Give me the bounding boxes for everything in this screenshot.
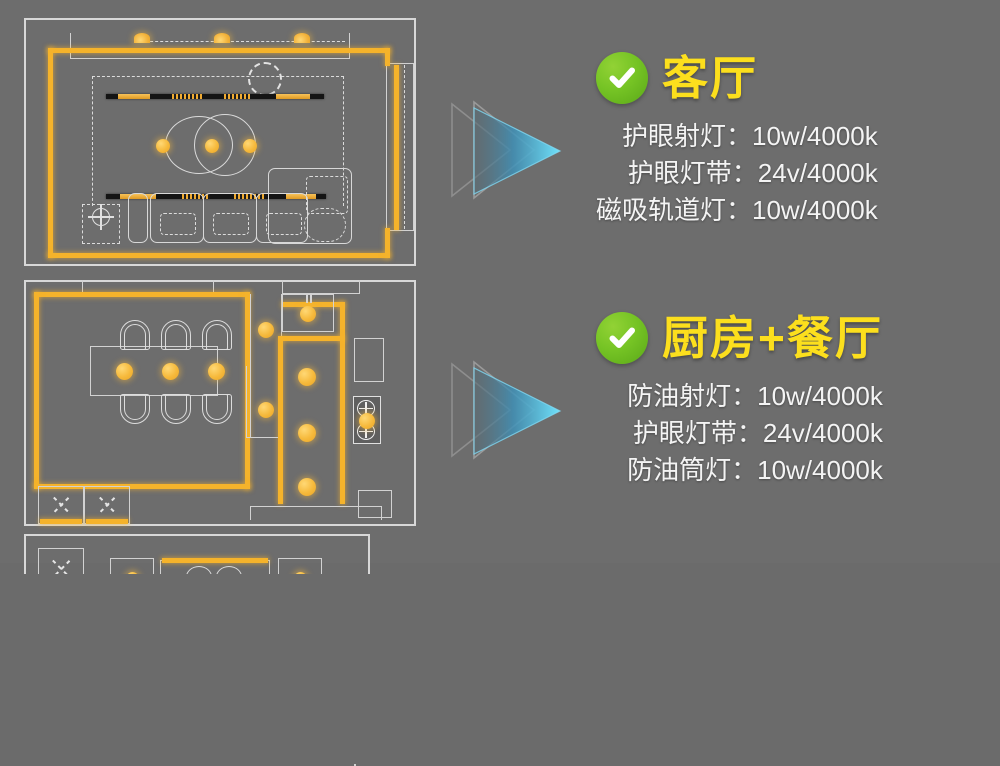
led-strip-counter <box>282 336 344 341</box>
ceiling-fixture-dashed <box>248 62 282 96</box>
kitchen-dining-spec-list: 防油射灯：10w/4000k 护眼灯带：24v/4000k 防油筒灯：10w/4… <box>596 378 883 489</box>
pendant-light <box>162 363 179 380</box>
cabinet-light <box>300 306 316 322</box>
living-room-spec-list: 护眼射灯：10w/4000k 护眼灯带：24v/4000k 磁吸轨道灯：10w/… <box>596 118 878 229</box>
living-room-header: 客厅 <box>596 52 878 104</box>
lounge-chair <box>268 168 352 244</box>
dining-chair-seat <box>165 394 187 420</box>
check-circle-icon <box>596 52 648 104</box>
recessed-spotlight <box>214 33 230 43</box>
recessed-spotlight <box>134 33 150 43</box>
dining-chair-seat <box>124 394 146 420</box>
ceiling-dot-light <box>156 139 170 153</box>
screenshot-root: 客厅 护眼射灯：10w/4000k 护眼灯带：24v/4000k 磁吸轨道灯：1… <box>0 0 883 766</box>
counter-box <box>358 490 392 518</box>
downlight <box>298 424 316 442</box>
led-strip-right-upper <box>385 48 390 66</box>
cabinet-x-icon <box>88 490 126 520</box>
cabinet-unit <box>38 548 84 574</box>
ceiling-dot-light <box>243 139 257 153</box>
section-kitchen-dining: 厨房+餐厅 防油射灯：10w/4000k 护眼灯带：24v/4000k 防油筒灯… <box>596 312 883 489</box>
spec-item: 护眼灯带：24v/4000k <box>627 157 878 188</box>
range-hood-cabinet <box>282 294 334 332</box>
cushion-dashed <box>266 213 302 235</box>
cabinet-x-icon <box>42 552 80 574</box>
led-strip-dining-left <box>34 292 39 489</box>
arrow-kitchen-dining <box>448 358 568 462</box>
arrow-living-room <box>448 98 568 202</box>
led-strip-dining-top <box>34 292 250 297</box>
section-living-room: 客厅 护眼射灯：10w/4000k 护眼灯带：24v/4000k 磁吸轨道灯：1… <box>596 52 878 229</box>
led-strip-balcony <box>394 65 399 230</box>
cushion-dashed <box>160 213 196 235</box>
crosshair-marker <box>88 204 114 230</box>
dining-chair-seat <box>165 324 187 350</box>
counter-box <box>354 338 384 382</box>
ceiling-dashed-line <box>140 41 345 42</box>
outer-wall <box>24 534 370 574</box>
downlight <box>298 368 316 386</box>
led-strip-counter-left <box>278 336 283 504</box>
sofa-armrest <box>128 193 148 243</box>
outer-wall <box>24 18 416 266</box>
hood-duct-line <box>310 294 312 303</box>
living-room-floorplan[interactable] <box>10 8 430 266</box>
kitchen-dining-floorplan[interactable] <box>10 274 430 766</box>
magnetic-track-light <box>106 94 324 99</box>
led-strip-right-lower <box>385 228 390 258</box>
wall-niche <box>250 506 382 520</box>
bed-led-strip <box>162 558 268 563</box>
led-strip-dining-bottom <box>34 484 250 489</box>
counter-edge <box>246 366 278 438</box>
pendant-light <box>208 363 225 380</box>
pendant-light <box>116 363 133 380</box>
dining-chair-seat <box>206 394 228 420</box>
downlight <box>258 322 274 338</box>
spec-item: 护眼灯带：24v/4000k <box>632 417 883 448</box>
led-strip-dining-right <box>245 292 250 489</box>
lounge-cushion-dashed <box>306 176 348 214</box>
wall-niche <box>70 33 350 59</box>
cushion-dashed <box>213 213 249 235</box>
spec-item: 磁吸轨道灯：10w/4000k <box>596 194 878 225</box>
dining-table <box>90 346 218 396</box>
outer-wall <box>24 280 416 526</box>
floorplan-column <box>0 0 440 766</box>
decor-plant-dashed <box>304 208 346 242</box>
led-strip-kitchen-right <box>340 302 345 504</box>
check-circle-icon <box>596 312 648 364</box>
cabinet-led-strip <box>86 519 128 524</box>
section-title: 客厅 <box>662 52 758 104</box>
led-strip-left <box>48 48 53 258</box>
led-strip-top <box>48 48 390 53</box>
wall-niche <box>282 280 360 294</box>
ceiling-dot-light <box>205 139 219 153</box>
section-title: 厨房+餐厅 <box>662 312 883 364</box>
ceiling-outline-dashed <box>92 76 344 206</box>
spec-item: 防油筒灯：10w/4000k <box>627 454 883 485</box>
cooktop-light <box>359 413 375 429</box>
hood-duct-line <box>306 294 308 303</box>
balcony-window <box>386 63 414 231</box>
third-floorplan-partial[interactable] <box>10 534 430 574</box>
cabinet-x-icon <box>42 490 80 520</box>
spec-item: 防油射灯：10w/4000k <box>627 381 883 411</box>
downlight <box>298 478 316 496</box>
led-strip-kitchen-top <box>282 302 344 307</box>
downlight <box>258 402 274 418</box>
recessed-spotlight <box>294 33 310 43</box>
cabinet-led-strip <box>40 519 82 524</box>
window-dashed-edge <box>404 65 405 229</box>
kitchen-dining-header: 厨房+餐厅 <box>596 312 883 364</box>
dining-chair-seat <box>206 324 228 350</box>
spec-item: 护眼射灯：10w/4000k <box>622 121 878 151</box>
led-strip-bottom <box>48 253 390 258</box>
dining-chair-seat <box>124 324 146 350</box>
